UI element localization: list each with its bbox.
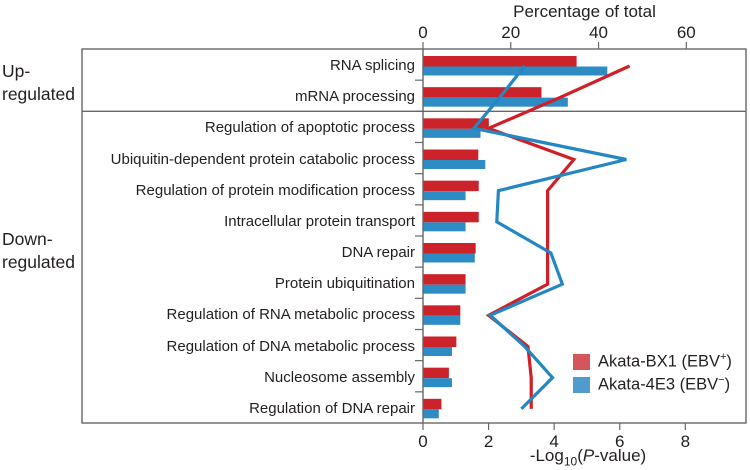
bottom-axis-title-italic-p: P — [582, 446, 595, 465]
bottom-axis-tick-label: 8 — [681, 432, 690, 451]
legend-label-sup: − — [718, 374, 725, 387]
bottom-axis-title-text: -Log — [529, 446, 564, 465]
group-label-up-line1: Up- — [2, 61, 31, 81]
group-label-down-line2: regulated — [2, 252, 75, 272]
bar-akata-bx1 — [423, 243, 476, 254]
legend-label-post: ) — [726, 352, 732, 371]
top-axis-tick-label: 0 — [418, 23, 427, 42]
top-axis-tick-label: 40 — [589, 23, 608, 42]
bottom-axis-title: -Log10(P-value) — [423, 446, 750, 468]
plot-border — [81, 48, 747, 424]
category-label: Regulation of RNA metabolic process — [166, 306, 415, 324]
category-label: Regulation of apoptotic process — [204, 119, 415, 137]
bar-akata-bx1 — [423, 211, 479, 223]
bar-akata-bx1 — [423, 274, 466, 285]
bottom-axis-tick-label: 6 — [615, 432, 624, 451]
legend-item-akata-bx1: Akata-BX1 (EBV+) — [573, 351, 732, 372]
legend-label-akata-bx1: Akata-BX1 (EBV+) — [598, 351, 732, 372]
bar-akata-4e3 — [423, 128, 481, 138]
bar-akata-bx1 — [423, 87, 542, 98]
bar-akata-bx1 — [423, 398, 442, 410]
legend-label-post: ) — [724, 375, 731, 394]
bar-akata-4e3 — [423, 409, 439, 419]
category-label: RNA splicing — [329, 57, 415, 74]
bottom-axis-tick-label: 4 — [549, 432, 558, 451]
legend-swatch-blue-icon — [573, 376, 590, 393]
bar-akata-bx1 — [423, 367, 449, 379]
category-label: mRNA processing — [294, 88, 415, 106]
bar-akata-bx1 — [423, 180, 479, 192]
bar-akata-bx1 — [423, 305, 461, 316]
bar-akata-4e3 — [423, 160, 486, 169]
legend-label-text: Akata-4E3 (EBV — [598, 375, 719, 394]
legend-label-sup: + — [719, 351, 727, 364]
bar-akata-bx1 — [423, 336, 457, 347]
bar-akata-4e3 — [423, 284, 466, 294]
group-label-downregulated: Down- regulated — [2, 228, 75, 274]
legend-label-text: Akata-BX1 (EBV — [598, 352, 720, 371]
category-label: Nucleosome assembly — [264, 368, 415, 386]
bar-akata-4e3 — [423, 191, 466, 201]
bar-akata-4e3 — [423, 315, 461, 325]
legend-item-akata-4e3: Akata-4E3 (EBV−) — [573, 374, 732, 395]
bar-akata-bx1 — [423, 56, 577, 67]
category-label: Regulation of protein modification proce… — [135, 181, 415, 199]
category-label: Intracellular protein transport — [224, 212, 415, 230]
category-label: Protein ubiquitination — [274, 275, 415, 293]
category-label: Ubiquitin-dependent protein catabolic pr… — [110, 150, 415, 168]
top-axis-tick-label: 20 — [501, 23, 520, 42]
group-label-up-line2: regulated — [2, 84, 75, 104]
legend-swatch-red-icon — [573, 353, 590, 370]
pvalue-line-akata-4e3 — [470, 65, 627, 410]
bar-akata-bx1 — [423, 149, 479, 160]
bottom-axis-title-paren: ( — [577, 446, 583, 465]
legend-label-akata-4e3: Akata-4E3 (EBV−) — [598, 374, 730, 395]
bar-akata-bx1 — [423, 118, 489, 129]
bar-akata-4e3 — [423, 66, 608, 76]
category-label: Regulation of DNA repair — [249, 399, 415, 417]
bottom-axis-tick-label: 0 — [418, 432, 427, 451]
bottom-axis-title-post: -value) — [594, 446, 647, 465]
bar-akata-4e3 — [423, 378, 452, 388]
top-axis-title: Percentage of total — [513, 2, 656, 21]
category-label: Regulation of DNA metabolic process — [166, 337, 415, 355]
legend: Akata-BX1 (EBV+) Akata-4E3 (EBV−) — [573, 351, 732, 397]
bottom-axis-title-sub: 10 — [563, 454, 578, 469]
top-axis-tick-label: 60 — [677, 23, 696, 42]
category-label: DNA repair — [341, 244, 415, 261]
bar-akata-4e3 — [423, 347, 452, 356]
bar-akata-4e3 — [423, 253, 475, 263]
group-label-upregulated: Up- regulated — [2, 60, 75, 106]
bar-akata-4e3 — [423, 222, 466, 232]
group-label-down-line1: Down- — [2, 229, 53, 249]
bottom-axis-tick-label: 2 — [484, 432, 493, 451]
